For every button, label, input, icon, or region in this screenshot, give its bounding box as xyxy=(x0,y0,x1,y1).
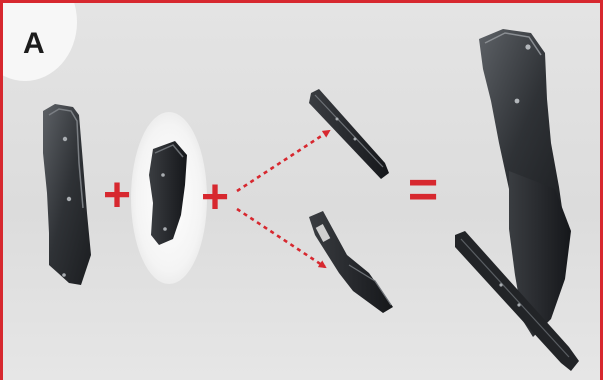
arrow-to-share-blade xyxy=(237,131,329,191)
assembled-plough-body-icon xyxy=(455,29,579,371)
equals-operator: = xyxy=(408,161,438,219)
share-point-icon xyxy=(309,211,393,313)
exploded-diagram: + + = xyxy=(3,3,603,380)
share-blade-icon xyxy=(309,89,389,179)
plough-frog-icon xyxy=(43,104,91,285)
plus-operator-2: + xyxy=(201,171,229,224)
plus-operator-1: + xyxy=(103,169,131,222)
